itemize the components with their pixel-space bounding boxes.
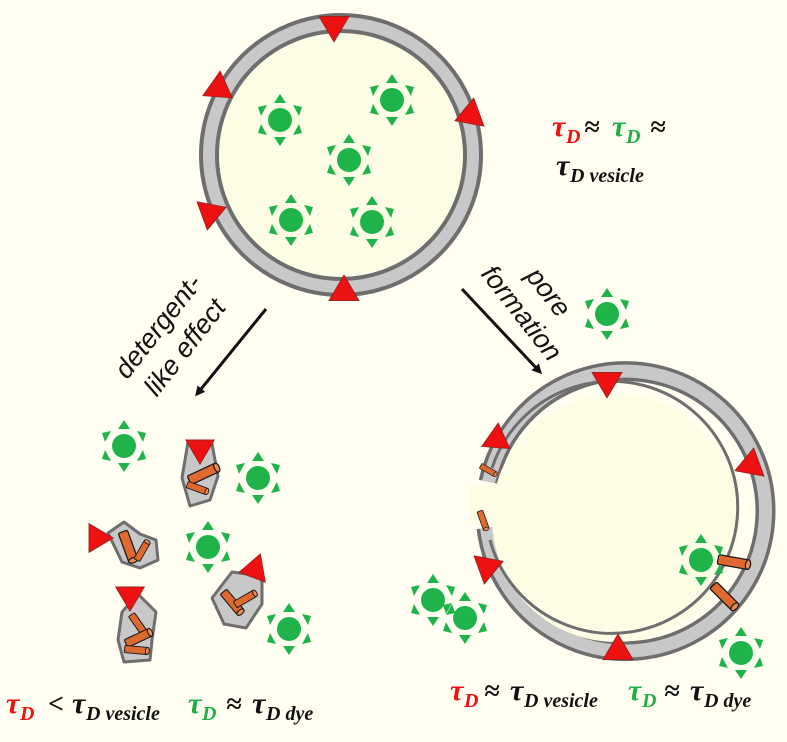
intact-vesicle [196, 13, 485, 301]
svg-text:D: D [19, 703, 34, 725]
svg-text:≈: ≈ [664, 676, 680, 707]
equation-bottom-right: τ D ≈ τ D vesicle τ D ≈ τ D dye [450, 674, 751, 712]
green-star-icon [443, 592, 487, 644]
green-star-icon [585, 288, 629, 340]
svg-text:D: D [625, 126, 640, 148]
svg-text:τ: τ [510, 674, 525, 707]
svg-text:τ: τ [6, 687, 21, 720]
equation-bottom-left: τ D < τ D vesicle τ D ≈ τ D dye [6, 687, 313, 725]
pore-arrow [460, 287, 543, 375]
svg-text:D: D [201, 703, 216, 725]
svg-text:τ: τ [72, 687, 87, 720]
micelle-fragments [88, 420, 311, 664]
green-star-icon [186, 521, 230, 573]
porous-vesicle [411, 288, 776, 679]
svg-text:D dye: D dye [265, 703, 313, 725]
green-star-icon [719, 627, 763, 679]
equation-top: τ D ≈ τ D ≈ τ D vesicle [552, 110, 666, 187]
svg-text:τ: τ [450, 674, 465, 707]
svg-text:≈: ≈ [484, 676, 500, 707]
svg-text:≈: ≈ [226, 689, 242, 720]
membrane-fragment [115, 586, 158, 664]
membrane-fragment [180, 439, 222, 508]
red-triangle-icon [591, 372, 623, 399]
svg-text:D vesicle: D vesicle [85, 703, 160, 725]
orange-cylinder-icon [123, 644, 151, 656]
svg-text:τ: τ [252, 687, 267, 720]
svg-text:≈: ≈ [650, 112, 666, 143]
svg-text:τ: τ [690, 674, 705, 707]
detergent-arrow [195, 308, 268, 397]
svg-text:τ: τ [188, 687, 203, 720]
red-triangle-icon [88, 523, 114, 553]
green-star-icon [411, 574, 455, 626]
green-star-icon [236, 452, 280, 504]
membrane-fragment [210, 553, 266, 630]
membrane-fragment [88, 520, 160, 570]
svg-text:D vesicle: D vesicle [569, 165, 644, 187]
svg-text:D vesicle: D vesicle [523, 690, 598, 712]
detergent-label: detergent- like effect [108, 269, 232, 402]
svg-text:D dye: D dye [703, 690, 751, 712]
svg-text:τ: τ [612, 110, 627, 143]
svg-text:τ: τ [552, 110, 567, 143]
svg-text:D: D [641, 690, 656, 712]
svg-text:D: D [565, 126, 580, 148]
svg-text:τ: τ [628, 674, 643, 707]
green-star-icon [267, 603, 311, 655]
svg-text:D: D [463, 690, 478, 712]
svg-text:<: < [48, 689, 64, 720]
svg-text:τ: τ [556, 149, 571, 182]
green-star-icon [102, 420, 146, 472]
pore-label: pore formation [475, 259, 577, 366]
svg-text:≈: ≈ [584, 112, 600, 143]
